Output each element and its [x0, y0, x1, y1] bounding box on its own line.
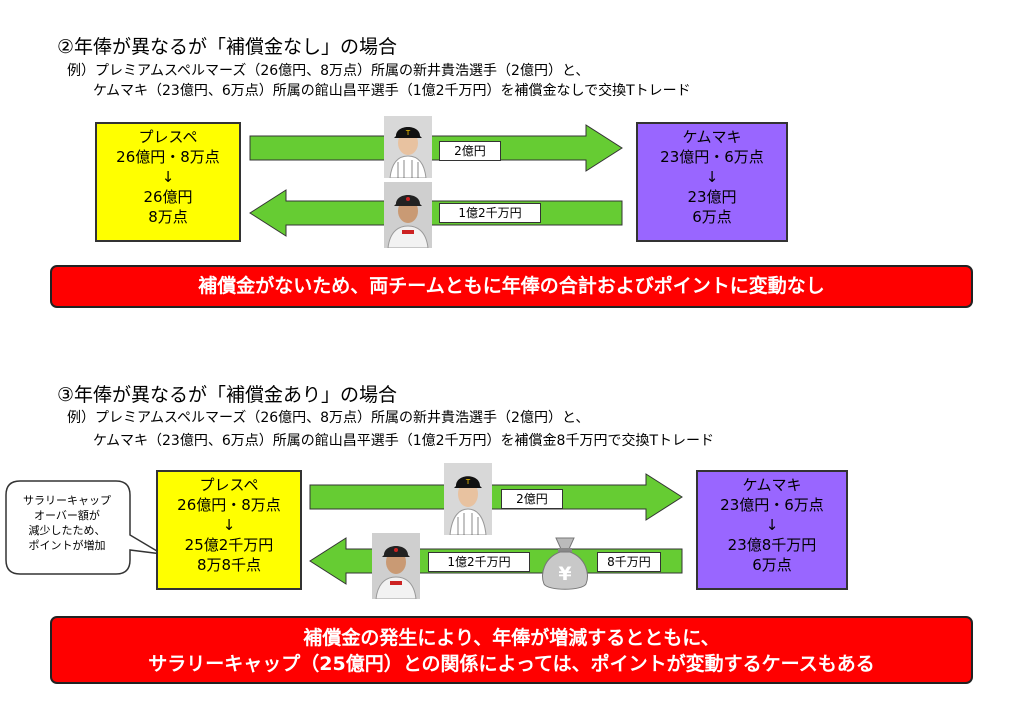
team-name: プレスペ [138, 128, 198, 146]
team-name: ケムマキ [742, 476, 802, 494]
section2-salary-label-bottom: 1億2千万円 [439, 203, 541, 223]
section2-result-banner: 補償金がないため、両チームともに年俸の合計およびポイントに変動なし [50, 265, 973, 308]
arrow-right-icon [309, 473, 683, 521]
section3-result-banner: 補償金の発生により、年俸が増減するとともに、 サラリーキャップ（25億円）との関… [50, 616, 973, 684]
team-after-salary: 23億円 [687, 188, 737, 206]
team-after-salary: 26億円 [143, 188, 193, 206]
banner-line1: 補償金の発生により、年俸が増減するとともに、 [303, 627, 720, 649]
arrow-left-icon [249, 189, 623, 237]
speech-bubble-shape [5, 480, 163, 575]
section2-right-team-box: ケムマキ 23億円・6万点 ↓ 23億円 6万点 [636, 122, 788, 242]
section2-example-line1: 例）プレミアムスペルマーズ（26億円、8万点）所属の新井貴浩選手（2億円）と、 [67, 63, 590, 79]
section3-compensation-label: 8千万円 [597, 552, 661, 572]
banner-line2: サラリーキャップ（25億円）との関係によっては、ポイントが変動するケースもある [148, 653, 875, 675]
team-after-points: 8万点 [148, 208, 188, 226]
section3-right-team-box: ケムマキ 23億円・6万点 ↓ 23億8千万円 6万点 [696, 470, 848, 590]
team-name: プレスペ [199, 476, 259, 494]
section2-example-line2: ケムマキ（23億円、6万点）所属の館山昌平選手（1億2千万円）を補償金なしで交換… [93, 83, 691, 99]
team-before: 23億円・6万点 [660, 148, 764, 166]
section2-heading: ②年俸が異なるが「補償金なし」の場合 [57, 36, 398, 58]
player-photo-tateyama [372, 533, 420, 599]
team-after-points: 6万点 [692, 208, 732, 226]
down-arrow-icon: ↓ [705, 168, 719, 186]
yen-symbol: ¥ [558, 563, 571, 585]
team-after-points: 8万8千点 [196, 556, 262, 574]
down-arrow-icon: ↓ [765, 516, 779, 534]
section3-example-line2: ケムマキ（23億円、6万点）所属の館山昌平選手（1億2千万円）を補償金8千万円で… [93, 433, 715, 449]
player-photo-arai: T [444, 463, 492, 535]
section3-salary-label-bottom: 1億2千万円 [428, 552, 530, 572]
player-photo-arai: T [384, 116, 432, 178]
section3-salary-label-top: 2億円 [501, 489, 563, 509]
team-name: ケムマキ [682, 128, 742, 146]
svg-text:T: T [405, 129, 411, 137]
speech-bubble-text: サラリーキャップ オーバー額が 減少したため、 ポイントが増加 [23, 494, 111, 552]
team-after-salary: 23億8千万円 [727, 536, 817, 554]
down-arrow-icon: ↓ [222, 516, 236, 534]
player-photo-tateyama [384, 182, 432, 248]
team-after-points: 6万点 [752, 556, 792, 574]
section3-heading: ③年俸が異なるが「補償金あり」の場合 [57, 384, 398, 406]
section2-salary-label-top: 2億円 [439, 141, 501, 161]
team-after-salary: 25億2千万円 [184, 536, 274, 554]
team-before: 26億円・8万点 [177, 496, 281, 514]
arrow-right-icon [249, 124, 623, 172]
money-bag-icon: ¥ [542, 537, 588, 590]
down-arrow-icon: ↓ [161, 168, 175, 186]
section3-example-line1: 例）プレミアムスペルマーズ（26億円、8万点）所属の新井貴浩選手（2億円）と、 [67, 410, 590, 426]
section2-left-team-box: プレスペ 26億円・8万点 ↓ 26億円 8万点 [95, 122, 241, 242]
section3-left-team-box: プレスペ 26億円・8万点 ↓ 25億2千万円 8万8千点 [156, 470, 302, 590]
team-before: 23億円・6万点 [720, 496, 824, 514]
svg-text:T: T [465, 478, 471, 486]
team-before: 26億円・8万点 [116, 148, 220, 166]
